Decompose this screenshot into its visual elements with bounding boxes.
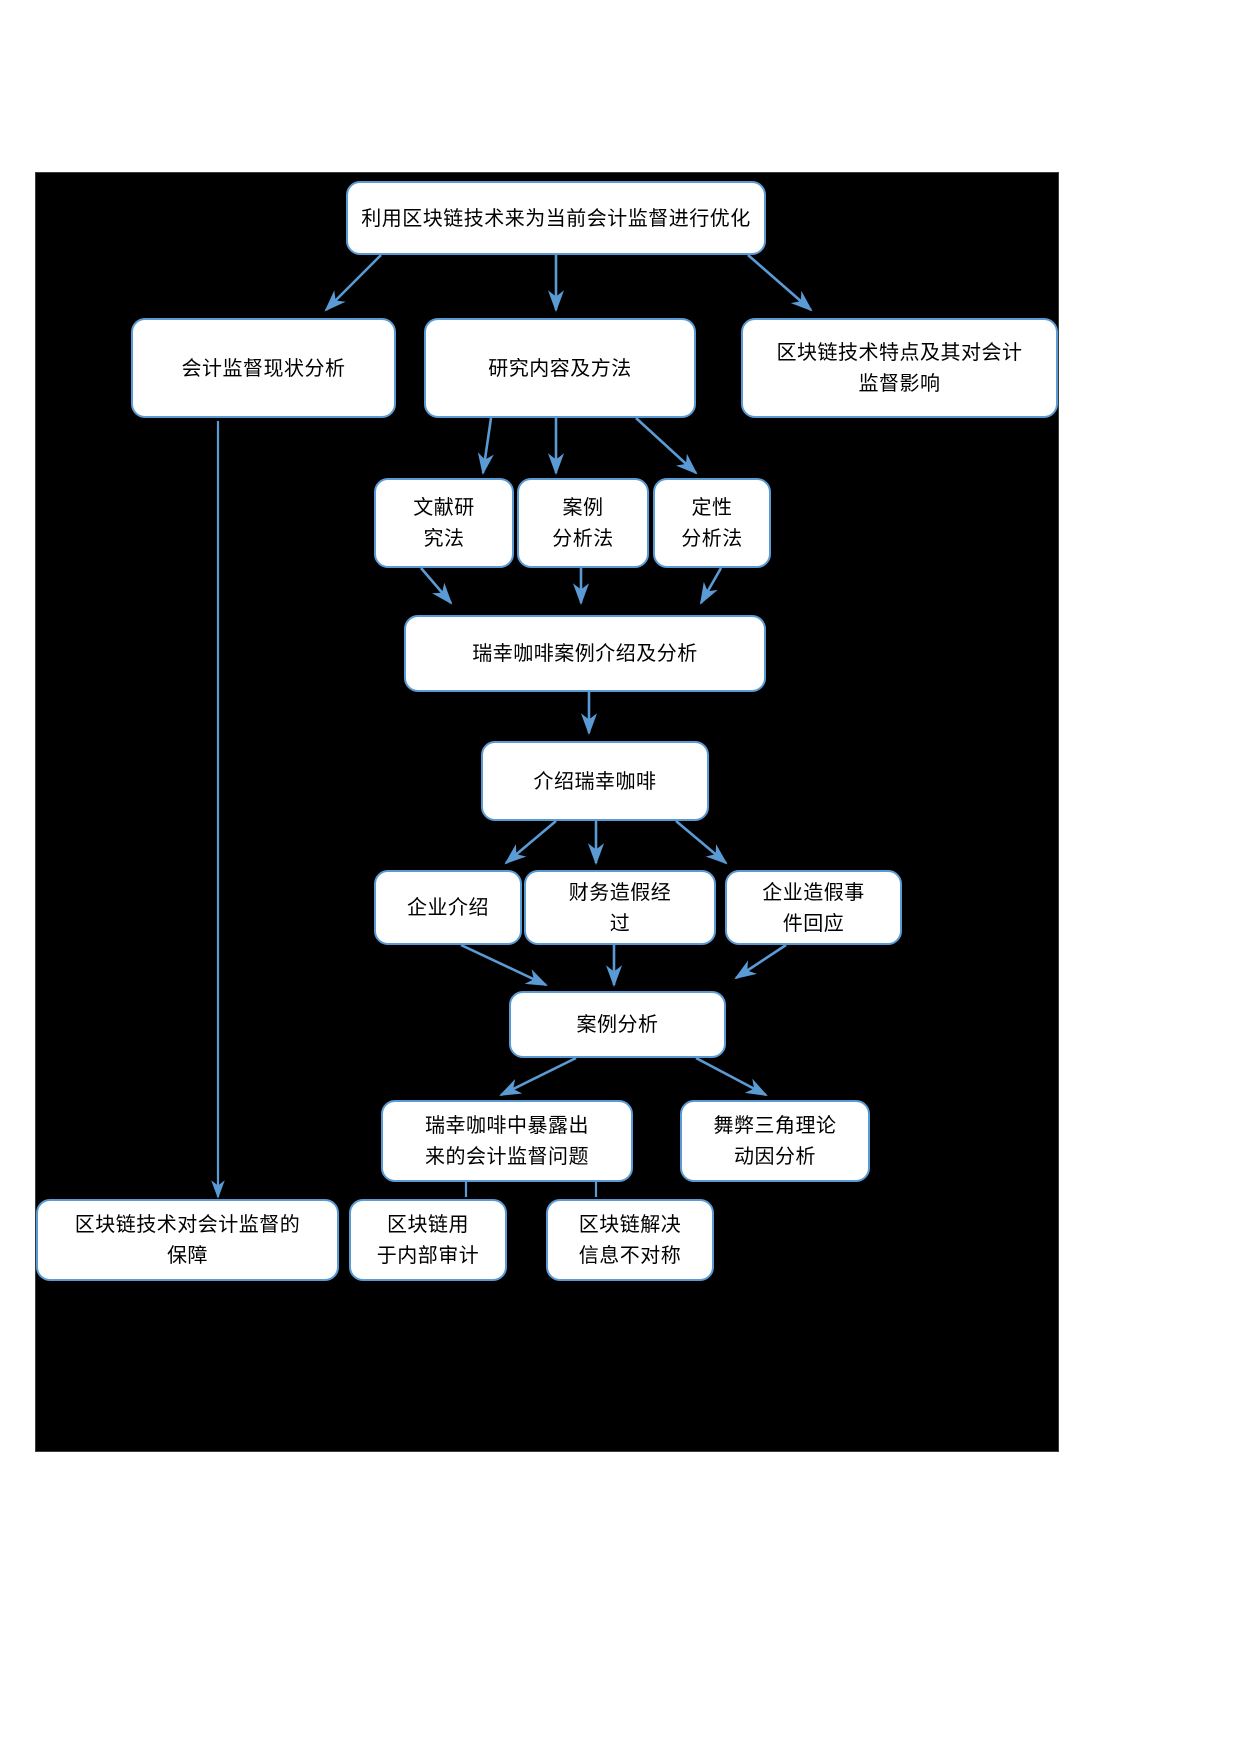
node-introduce-luckin-label: 介绍瑞幸咖啡 bbox=[533, 768, 657, 793]
node-fraud-process[interactable]: 财务造假经 过 bbox=[524, 870, 716, 945]
node-method-literature-label: 文献研 究法 bbox=[401, 492, 487, 554]
edge-response-to-analysis bbox=[734, 943, 787, 980]
node-guarantee[interactable]: 区块链技术对会计监督的 保障 bbox=[36, 1199, 339, 1281]
node-fraud-response-label: 企业造假事 件回应 bbox=[750, 877, 877, 939]
node-exposed-problems-label: 瑞幸咖啡中暴露出 来的会计监督问题 bbox=[413, 1110, 601, 1172]
node-root-label: 利用区块链技术来为当前会计监督进行优化 bbox=[361, 205, 751, 230]
node-fraud-process-line1: 财务造假经 bbox=[568, 879, 672, 904]
edge-intro-to-company bbox=[504, 820, 557, 865]
node-root[interactable]: 利用区块链技术来为当前会计监督进行优化 bbox=[346, 181, 766, 255]
node-info-asymmetry-line2: 信息不对称 bbox=[578, 1243, 682, 1267]
node-method-case[interactable]: 案例 分析法 bbox=[517, 478, 649, 568]
node-guarantee-line1: 区块链技术对会计监督的 bbox=[74, 1212, 301, 1236]
node-fraud-process-label: 财务造假经 过 bbox=[557, 877, 684, 939]
node-fraud-process-line2: 过 bbox=[609, 910, 631, 935]
node-method-qualitative-label: 定性 分析法 bbox=[669, 492, 755, 554]
node-method-literature-line1: 文献研 bbox=[413, 495, 475, 519]
node-case-analysis-label: 案例分析 bbox=[576, 1012, 659, 1036]
node-blockchain-features-line1: 区块链技术特点及其对会计 bbox=[776, 340, 1023, 364]
node-method-case-line2: 分析法 bbox=[552, 526, 614, 550]
edge-company-to-analysis bbox=[460, 943, 548, 987]
node-fraud-triangle-line1: 舞弊三角理论 bbox=[713, 1113, 837, 1137]
node-method-qualitative-line2: 分析法 bbox=[681, 526, 743, 550]
node-status-analysis-label: 会计监督现状分析 bbox=[181, 355, 346, 380]
node-company-intro-label: 企业介绍 bbox=[407, 895, 489, 919]
node-method-case-label: 案例 分析法 bbox=[540, 492, 626, 554]
node-exposed-problems-line2: 来的会计监督问题 bbox=[425, 1144, 589, 1168]
node-blockchain-features-line2: 监督影响 bbox=[858, 371, 941, 395]
node-research-content[interactable]: 研究内容及方法 bbox=[424, 318, 696, 418]
node-fraud-triangle[interactable]: 舞弊三角理论 动因分析 bbox=[680, 1100, 870, 1182]
edge-analysis-to-problems bbox=[499, 1056, 577, 1097]
node-fraud-response-line2: 件回应 bbox=[782, 910, 845, 935]
node-status-analysis[interactable]: 会计监督现状分析 bbox=[131, 318, 396, 418]
node-exposed-problems[interactable]: 瑞幸咖啡中暴露出 来的会计监督问题 bbox=[381, 1100, 633, 1182]
node-fraud-triangle-label: 舞弊三角理论 动因分析 bbox=[702, 1110, 849, 1172]
node-info-asymmetry[interactable]: 区块链解决 信息不对称 bbox=[546, 1199, 714, 1281]
edge-qualitative-to-luckin bbox=[699, 567, 723, 605]
node-method-literature-line2: 究法 bbox=[423, 526, 465, 550]
edge-research-to-literature bbox=[477, 417, 494, 476]
node-introduce-luckin[interactable]: 介绍瑞幸咖啡 bbox=[481, 741, 709, 821]
node-method-literature[interactable]: 文献研 究法 bbox=[374, 478, 514, 568]
node-case-analysis[interactable]: 案例分析 bbox=[509, 991, 726, 1058]
node-method-qualitative-line1: 定性 bbox=[691, 495, 733, 519]
edge-intro-to-response bbox=[675, 820, 728, 865]
edge-literature-to-luckin bbox=[420, 567, 453, 605]
node-method-qualitative[interactable]: 定性 分析法 bbox=[653, 478, 771, 568]
node-internal-audit[interactable]: 区块链用 于内部审计 bbox=[349, 1199, 507, 1281]
edge-root-to-status bbox=[324, 254, 382, 312]
node-luckin-case-label: 瑞幸咖啡案例介绍及分析 bbox=[472, 641, 698, 665]
node-luckin-case[interactable]: 瑞幸咖啡案例介绍及分析 bbox=[404, 615, 766, 692]
edge-analysis-to-triangle bbox=[695, 1056, 768, 1097]
node-info-asymmetry-label: 区块链解决 信息不对称 bbox=[567, 1209, 694, 1271]
node-fraud-response[interactable]: 企业造假事 件回应 bbox=[725, 870, 902, 945]
flowchart-canvas: 利用区块链技术来为当前会计监督进行优化 会计监督现状分析 研究内容及方法 区块链… bbox=[35, 172, 1059, 1452]
node-guarantee-line2: 保障 bbox=[167, 1243, 208, 1267]
node-internal-audit-line2: 于内部审计 bbox=[376, 1243, 480, 1267]
node-company-intro[interactable]: 企业介绍 bbox=[374, 870, 522, 945]
node-exposed-problems-line1: 瑞幸咖啡中暴露出 bbox=[425, 1113, 589, 1137]
edge-research-to-qualitative bbox=[635, 417, 698, 475]
node-fraud-response-line1: 企业造假事 bbox=[762, 879, 865, 904]
node-internal-audit-label: 区块链用 于内部审计 bbox=[365, 1209, 492, 1271]
node-fraud-triangle-line2: 动因分析 bbox=[734, 1144, 816, 1168]
node-blockchain-features-label: 区块链技术特点及其对会计 监督影响 bbox=[765, 337, 1035, 399]
node-method-case-line1: 案例 bbox=[562, 495, 604, 519]
edge-root-to-features bbox=[747, 254, 813, 312]
node-info-asymmetry-line1: 区块链解决 bbox=[578, 1212, 682, 1236]
node-blockchain-features[interactable]: 区块链技术特点及其对会计 监督影响 bbox=[741, 318, 1058, 418]
node-internal-audit-line1: 区块链用 bbox=[387, 1212, 469, 1236]
node-research-content-label: 研究内容及方法 bbox=[488, 355, 632, 380]
node-guarantee-label: 区块链技术对会计监督的 保障 bbox=[63, 1209, 313, 1271]
